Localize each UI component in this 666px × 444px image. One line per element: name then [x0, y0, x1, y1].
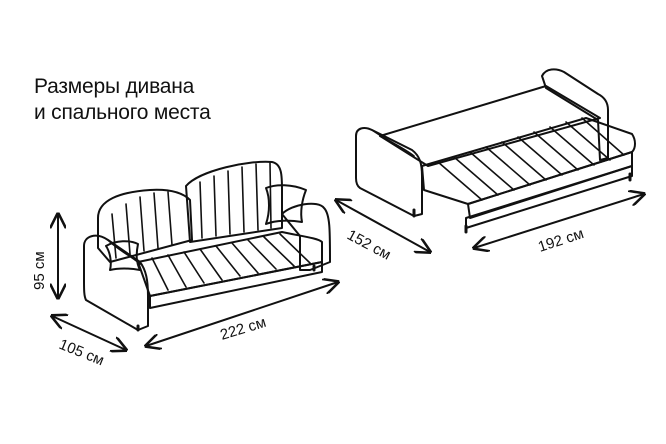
bed-base — [467, 151, 633, 219]
page-title: Размеры дивана и спального места — [34, 74, 334, 126]
sofa-back-channels — [111, 162, 272, 259]
sofa-seat — [137, 231, 323, 297]
title-line-1: Размеры дивана — [34, 75, 195, 98]
depth-label: 105 см — [57, 336, 107, 369]
width-label: 222 см — [218, 314, 268, 344]
sofa-back-cushion-left — [97, 188, 193, 263]
bed-width-label: 192 см — [536, 225, 586, 256]
bed-backrest — [379, 85, 601, 167]
width-arrow — [146, 282, 338, 346]
sofa-back-cushion-right — [185, 160, 283, 243]
bed-length-arrow — [336, 200, 430, 252]
sofa-pillow-right — [265, 184, 307, 225]
height-label: 95 см — [31, 251, 48, 290]
sofa-unfolded — [355, 68, 636, 234]
sofa-pillow-left — [105, 240, 141, 271]
title-line-2: и спального места — [34, 101, 211, 124]
bed-length-label: 152 см — [344, 227, 393, 264]
depth-arrow — [52, 316, 126, 350]
bed-armrest-right — [541, 68, 609, 161]
sofa-armrest-right — [281, 202, 331, 271]
sofa-folded — [83, 160, 331, 332]
bed-width-arrow — [474, 194, 644, 248]
